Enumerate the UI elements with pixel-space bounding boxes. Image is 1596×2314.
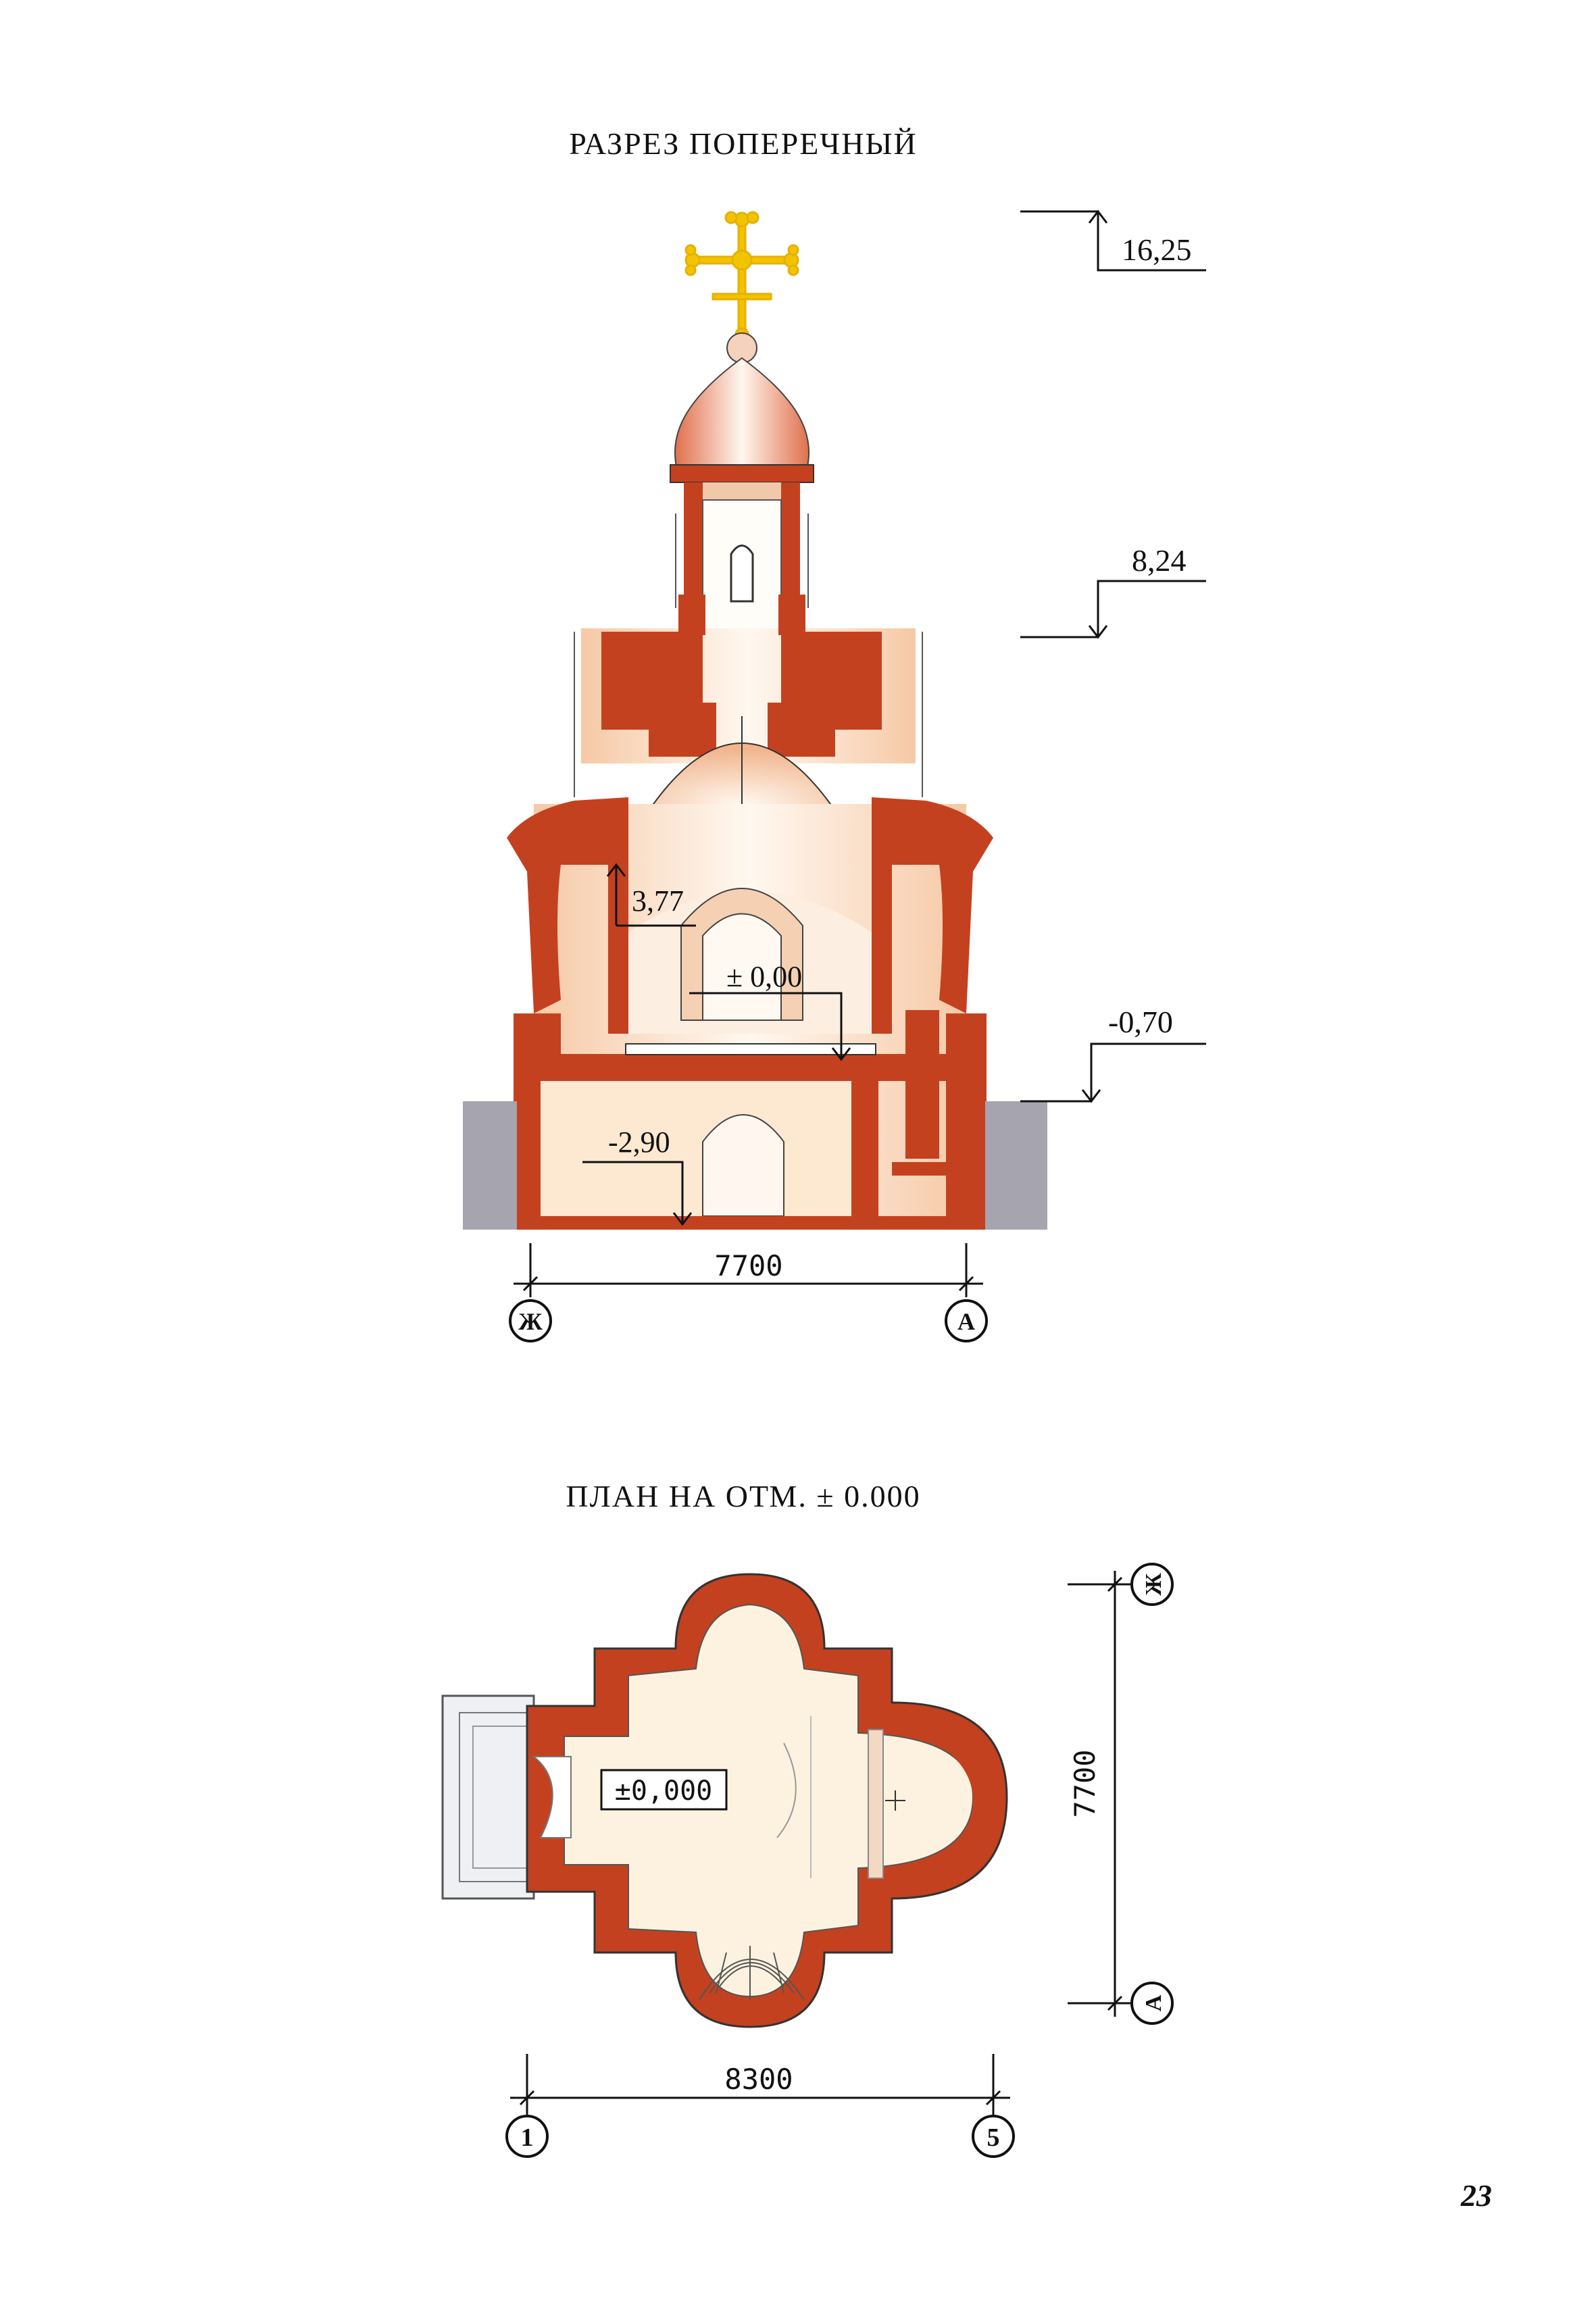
axis-marker-zh: Ж [509, 1299, 552, 1342]
cross-icon [684, 211, 799, 342]
page-number: 23 [1460, 2178, 1492, 2213]
axis-marker-1: 1 [505, 2115, 549, 2158]
section-title: РАЗРЕЗ ПОПЕРЕЧНЫЙ [569, 126, 918, 161]
elevation-0-00: ± 0,00 [726, 960, 802, 993]
plan-elevation-box [600, 1769, 728, 1811]
elevation-16-25: 16,25 [1122, 232, 1192, 267]
main-body [507, 797, 993, 1230]
plan-horizontal-dimension [510, 2054, 1010, 2115]
elevation-8-24: 8,24 [1132, 543, 1187, 578]
plan-title: ПЛАН НА ОТМ. ± 0.000 [566, 1479, 920, 1513]
section-dimension-line [514, 1243, 983, 1297]
svg-text:А: А [1141, 1994, 1166, 2011]
plan-vertical-dimension-label: 7700 [1068, 1749, 1101, 1817]
floor-plan [441, 1573, 1008, 2028]
upper-tier [574, 595, 923, 845]
onion-dome [674, 332, 810, 467]
ground-right [985, 1101, 1047, 1230]
svg-text:Ж: Ж [1141, 1573, 1166, 1596]
ground-left [463, 1101, 517, 1230]
axis-marker-zh-plan: Ж [1130, 1563, 1174, 1606]
svg-text:1: 1 [521, 2123, 534, 2152]
plan-horizontal-dimension-label: 8300 [724, 2063, 793, 2096]
elevation-minus-0-70: -0,70 [1108, 1005, 1173, 1039]
elevation-minus-2-90: -2,90 [608, 1126, 670, 1159]
svg-text:Ж: Ж [518, 1308, 543, 1335]
axis-marker-a: А [945, 1299, 988, 1342]
section-dimension-label: 7700 [714, 1249, 782, 1282]
plan-elevation-mark: ±0,000 [615, 1776, 713, 1807]
axis-marker-a-plan: А [1130, 1982, 1174, 2025]
svg-text:5: 5 [987, 2123, 1000, 2152]
axis-marker-5: 5 [972, 2115, 1015, 2158]
svg-text:А: А [957, 1308, 975, 1335]
elevation-marks [582, 209, 1206, 1226]
elevation-3-77: 3,77 [632, 884, 684, 917]
